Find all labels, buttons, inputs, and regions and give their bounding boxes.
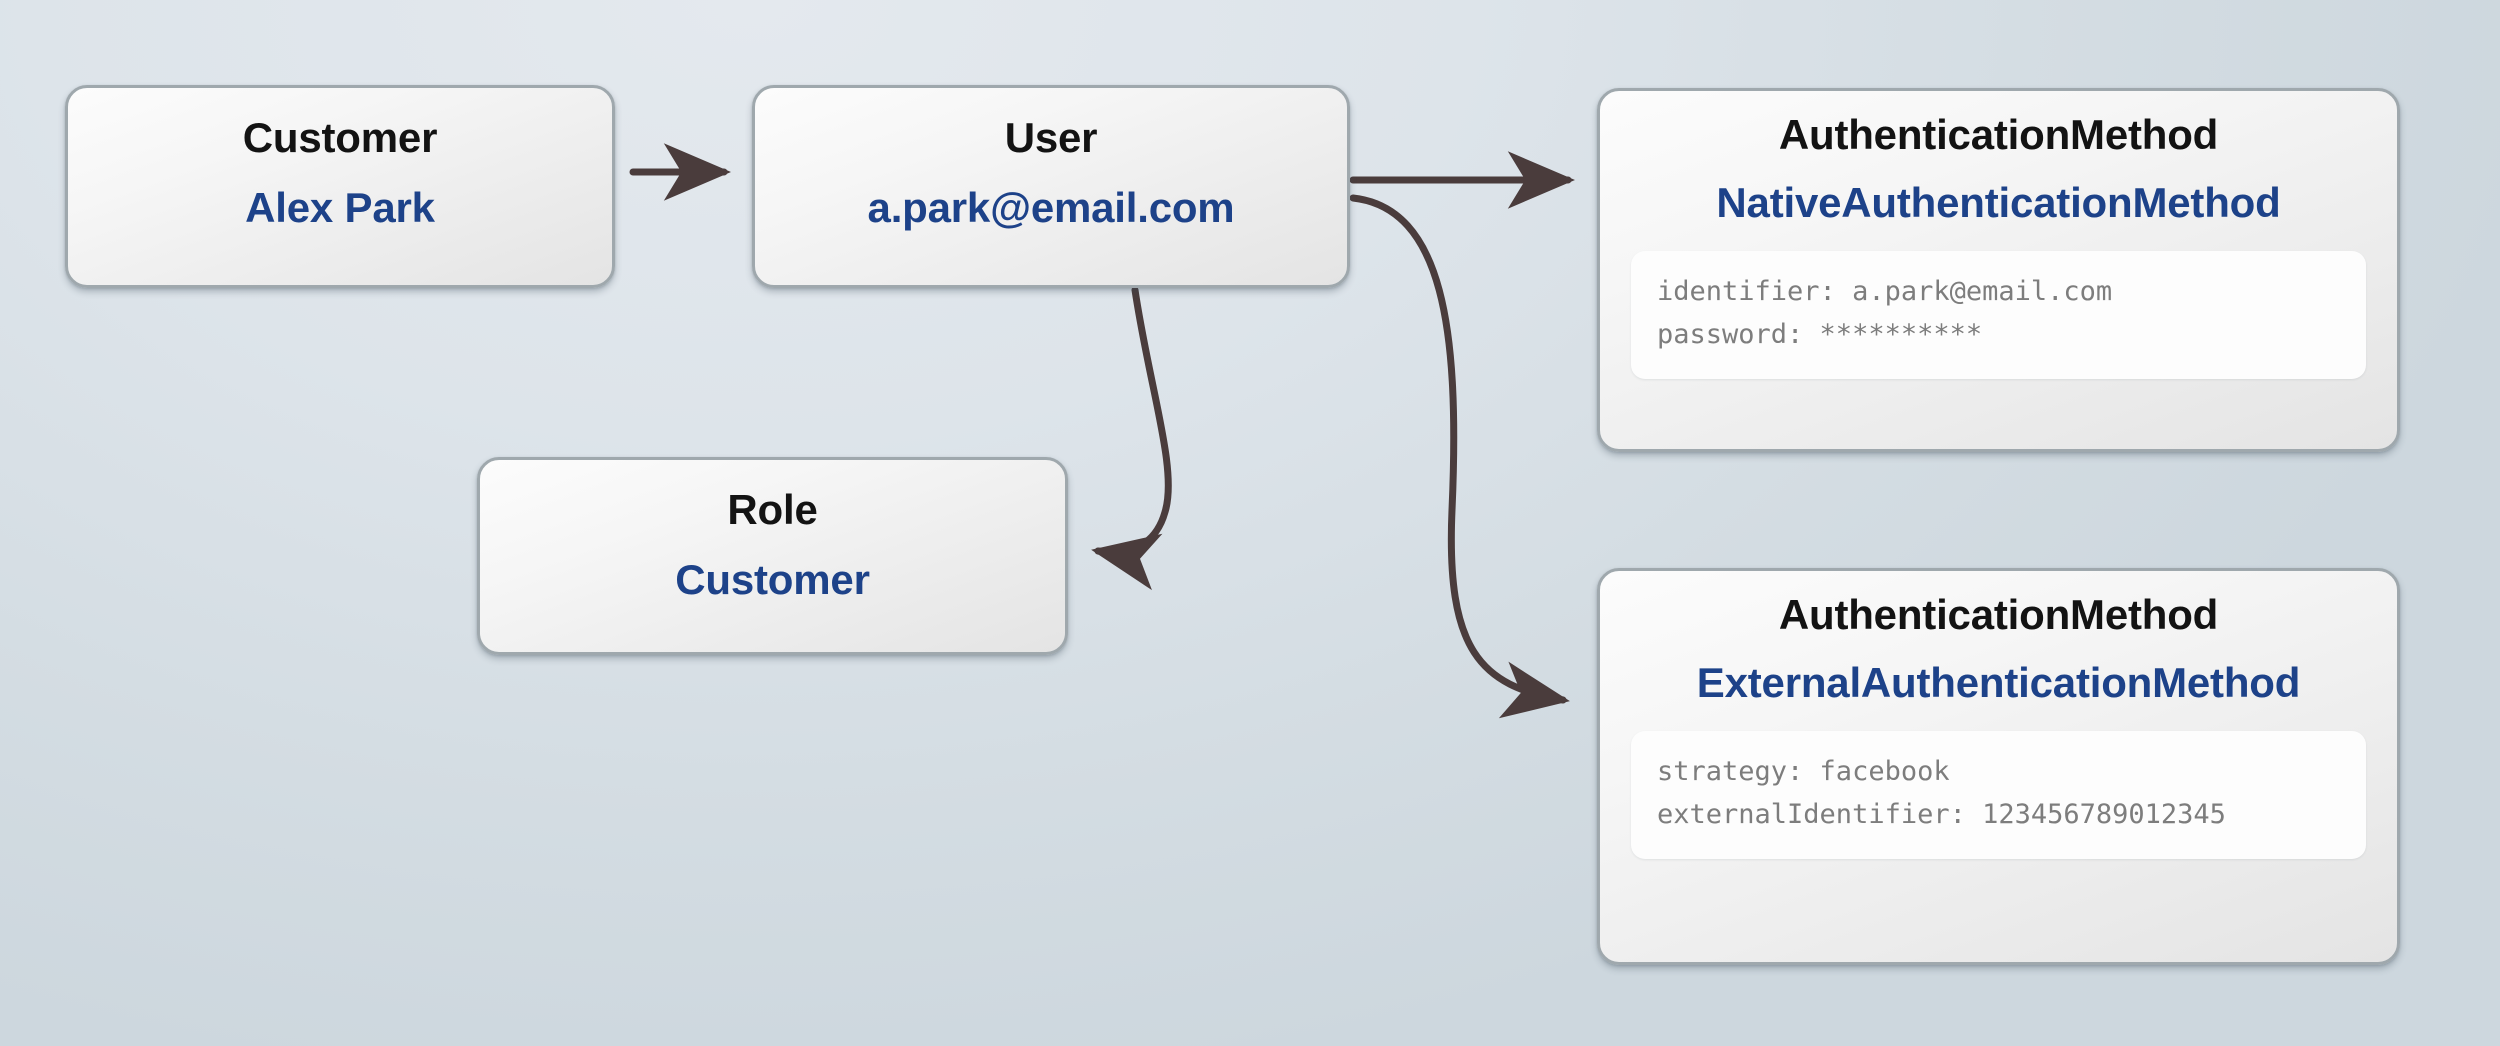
entity-type-label: Customer [242, 114, 438, 161]
entity-node-role[interactable]: Role Customer [477, 457, 1068, 655]
entity-value-label: NativeAuthenticationMethod [1716, 179, 2281, 227]
attribute-row: externalIdentifier: 123456789012345 [1657, 798, 2226, 830]
entity-attributes-panel: strategy: facebook externalIdentifier: 1… [1631, 731, 2366, 859]
connector-user-to-role [1091, 286, 1172, 591]
attribute-row: identifier: a.park@email.com [1657, 276, 2113, 308]
entity-type-label: Role [727, 486, 818, 533]
entity-value-label: a.park@email.com [867, 184, 1235, 232]
entity-value-label: ExternalAuthenticationMethod [1696, 659, 2301, 707]
entity-node-user[interactable]: User a.park@email.com [752, 85, 1350, 288]
entity-node-customer[interactable]: Customer Alex Park [65, 85, 615, 288]
entity-attributes-panel: identifier: a.park@email.com password: *… [1631, 251, 2366, 379]
entity-node-external-authentication-method[interactable]: AuthenticationMethod ExternalAuthenticat… [1597, 568, 2400, 965]
entity-type-label: AuthenticationMethod [1778, 111, 2219, 158]
entity-type-label: AuthenticationMethod [1778, 591, 2219, 638]
connector-user-to-auth-external [1349, 194, 1570, 719]
entity-value-label: Alex Park [245, 184, 435, 232]
attribute-row: strategy: facebook [1657, 756, 1950, 788]
attribute-row: password: ********** [1657, 318, 1983, 350]
entity-type-label: User [1004, 114, 1098, 161]
entity-value-label: Customer [675, 556, 870, 604]
entity-node-native-authentication-method[interactable]: AuthenticationMethod NativeAuthenticatio… [1597, 88, 2400, 452]
